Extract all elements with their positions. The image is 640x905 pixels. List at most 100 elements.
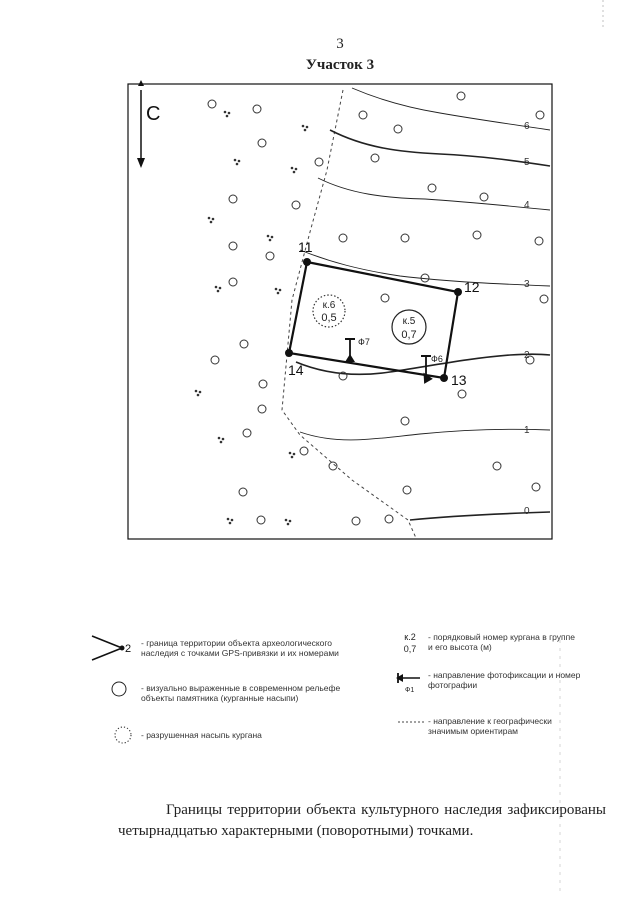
legend-boundary-number: 2 [125,643,131,655]
destroyed-mound-6 [312,294,346,328]
destroyed-mound-dot [228,521,232,525]
mound-marker [384,514,394,524]
legend-boundary-symbol [91,635,125,661]
mound-marker [479,192,489,202]
mound-marker [539,294,549,304]
legend-destroyed-symbol [114,726,132,744]
mound-marker [291,200,301,210]
mound-marker [358,110,368,120]
mound-marker [534,236,544,246]
geo-reference-line [281,89,417,539]
destroyed-mound-dot [227,111,231,115]
destroyed-mound-dot [226,517,230,521]
mound-marker [380,293,390,303]
mound-marker [258,379,268,389]
photo-direction-7 [345,338,355,362]
mound-marker [370,153,380,163]
destroyed-mound-dot [207,216,211,220]
north-arrow-icon [137,80,145,168]
mound-marker [228,277,238,287]
mound-marker [393,124,403,134]
contour-lines [295,87,551,521]
mound-marker [257,404,267,414]
mound-marker [242,428,252,438]
mound-marker [210,355,220,365]
gps-point-14 [285,349,293,357]
section-title: Участок 3 [305,57,375,73]
destroyed-mound-dot [290,455,294,459]
mound-marker [531,482,541,492]
page-number: 3 [336,36,344,52]
north-label: С [146,103,160,125]
legend-geo-text: - направление к географически значимым о… [428,716,552,736]
destroyed-mound-dot [221,437,225,441]
destroyed-mound-dot [292,452,296,456]
mound-id-label: к.5 [403,316,416,327]
contour-label: 5 [524,157,530,168]
mound-5 [391,309,427,345]
destroyed-mound-dot [217,436,221,440]
contour-label: 0 [524,506,530,517]
destroyed-mound-dot [278,288,282,292]
legend-photo-text: - направление фотофиксации и номер фотог… [428,670,581,690]
mound-marker [228,241,238,251]
gps-point-13 [440,374,448,382]
destroyed-mound-markers [194,110,309,526]
gps-point-label: 13 [451,372,467,388]
contour-label: 4 [524,200,530,211]
mound-marker [328,461,338,471]
destroyed-mound-dot [290,166,294,170]
contour-label: 6 [524,121,530,132]
photo-label: Ф6 [431,354,443,364]
destroyed-mound-dot [286,522,290,526]
legend-photo-arrow-icon [396,673,420,683]
caption-paragraph: Границы территории объекта культурного н… [118,802,606,839]
gps-point-11 [303,258,311,266]
destroyed-mound-dot [233,158,237,162]
mound-marker [314,157,324,167]
legend-number-height: 0,7 [404,644,417,654]
mound-marker [351,516,361,526]
contour-labels: 6 5 4 3 2 1 0 [524,121,530,517]
mound-marker [402,485,412,495]
destroyed-mound-dot [266,234,270,238]
mound-marker [420,273,430,283]
destroyed-mound-dot [268,238,272,242]
destroyed-mound-dot [294,167,298,171]
mound-marker [456,91,466,101]
mound-marker [338,233,348,243]
destroyed-mound-dot [288,519,292,523]
destroyed-mound-dot [216,289,220,293]
contour-label: 1 [524,425,530,436]
gps-point-12 [454,288,462,296]
mound-marker [535,110,545,120]
legend-photo-label: Ф1 [405,687,414,694]
destroyed-mound-dot [211,217,215,221]
legend-boundary-text: - граница территории объекта археологиче… [141,638,339,658]
mound-marker [252,104,262,114]
destroyed-mound-dot [305,125,309,129]
legend-mound-symbol [111,681,127,697]
destroyed-mound-dot [288,451,292,455]
legend-destroyed-text: - разрушенная насыпь кургана [141,730,262,740]
mound-marker [238,487,248,497]
mound-id-label: к.6 [323,300,336,311]
mound-marker [228,194,238,204]
destroyed-mound-dot [303,128,307,132]
destroyed-mound-dot [230,518,234,522]
legend-mound-text: - визуально выраженные в современном рел… [141,683,341,703]
mound-height-label: 0,5 [321,312,336,324]
mound-marker [239,339,249,349]
destroyed-mound-dot [237,159,241,163]
mound-marker [457,389,467,399]
destroyed-mound-dot [284,518,288,522]
map-frame [127,83,553,540]
destroyed-mound-dot [270,235,274,239]
mound-marker [256,515,266,525]
photo-label: Ф7 [358,337,370,347]
mound-marker [427,183,437,193]
destroyed-mound-dot [235,162,239,166]
mound-marker [265,251,275,261]
mound-marker [257,138,267,148]
